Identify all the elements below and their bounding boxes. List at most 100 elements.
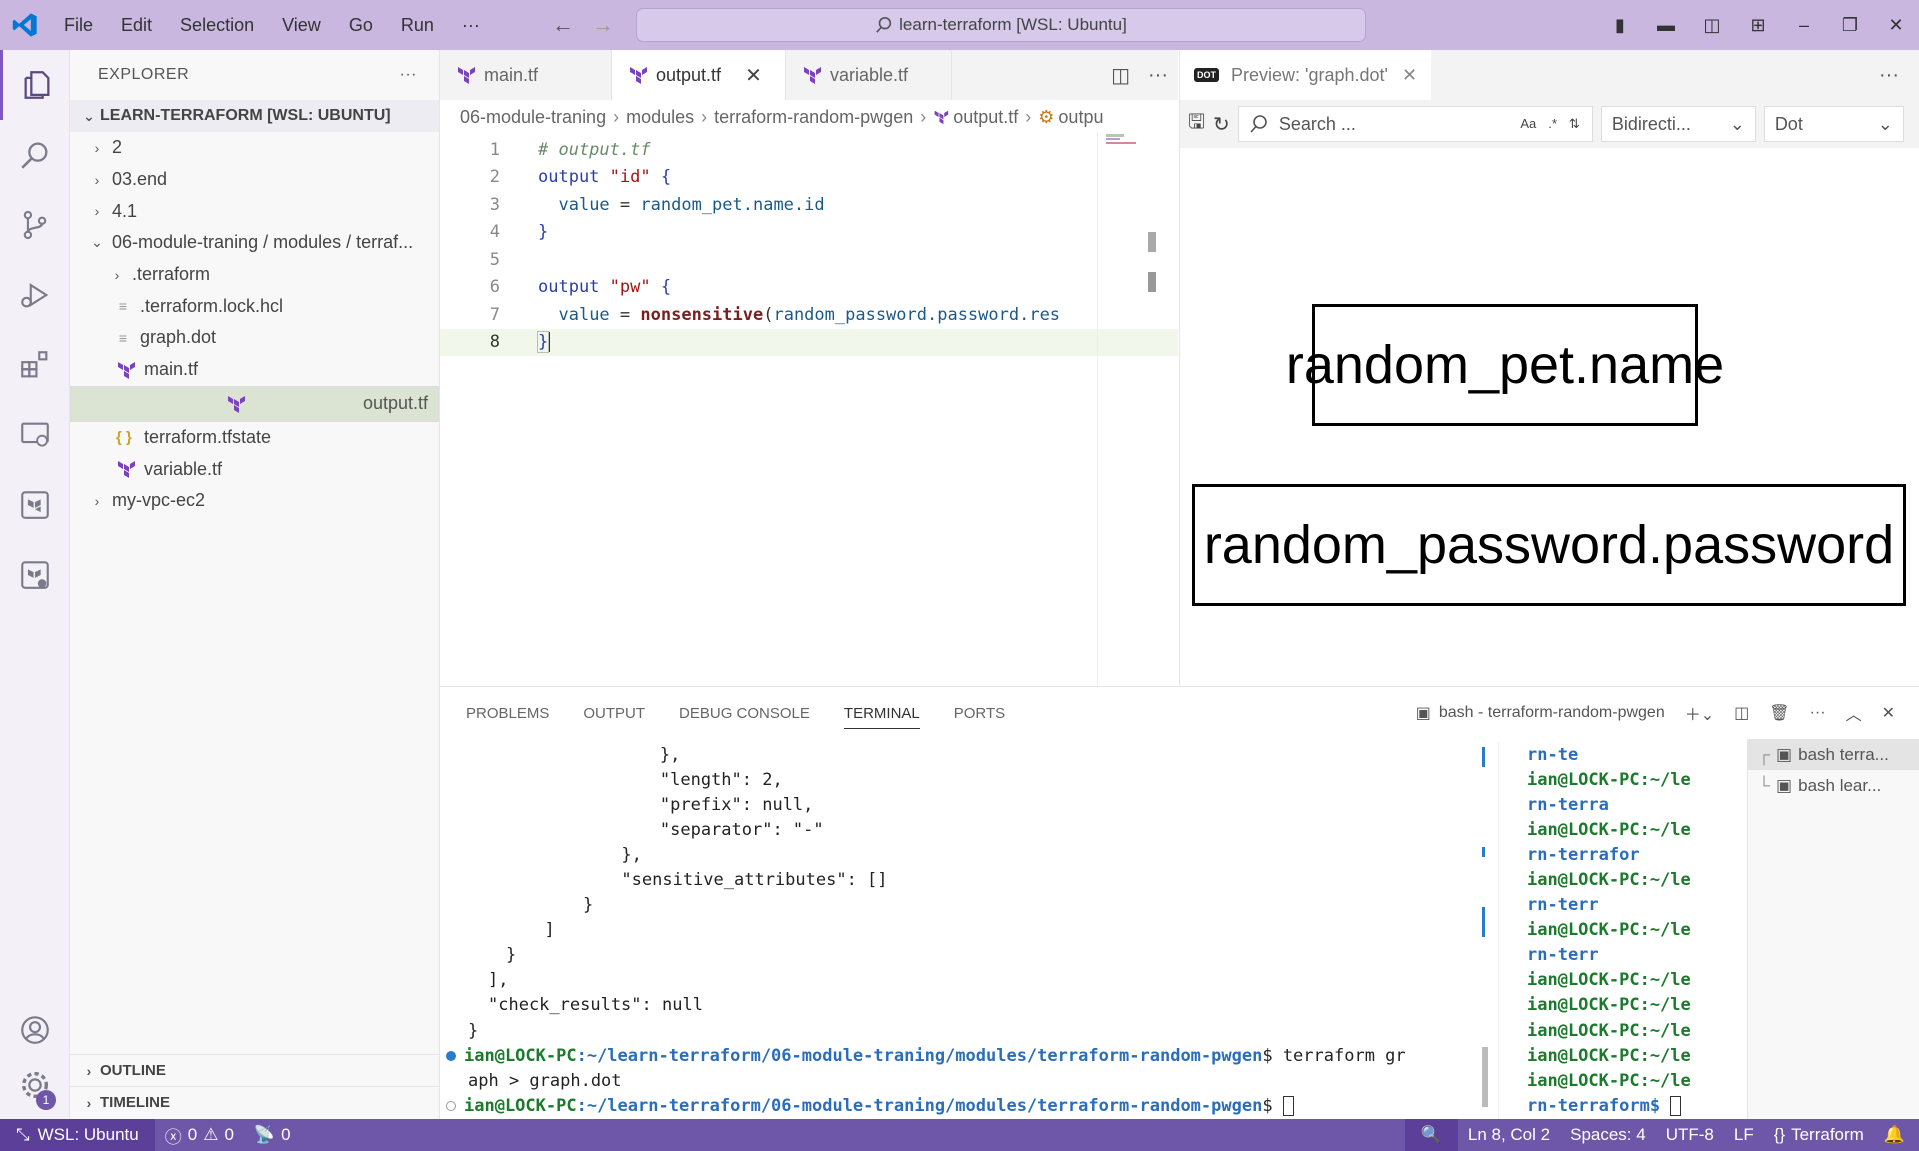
outline-section[interactable]: ›OUTLINE (70, 1054, 440, 1086)
preview-more-icon[interactable]: ··· (1879, 64, 1899, 86)
file-tree-item[interactable]: ≡.terraform.lock.hcl (70, 290, 439, 322)
breadcrumb-item[interactable]: output.tf (953, 106, 1019, 127)
timeline-section[interactable]: ›TIMELINE (70, 1086, 440, 1118)
tab-debug-console[interactable]: DEBUG CONSOLE (679, 704, 810, 722)
terraform-cloud-icon[interactable] (0, 540, 70, 610)
terminal-output[interactable]: }, "length": 2, "prefix": null, "separat… (440, 742, 1485, 1120)
file-tree-item[interactable]: variable.tf (70, 453, 439, 485)
command-decoration-icon[interactable] (446, 1050, 456, 1061)
terminal-list-item[interactable]: ┌▣bash terra... (1748, 739, 1919, 770)
file-tree-item[interactable]: main.tf (70, 354, 439, 386)
file-tree-item[interactable]: { }terraform.tfstate (70, 422, 439, 454)
code-line[interactable]: 3 value = random_pet.name.id (440, 191, 1178, 219)
graph-canvas[interactable]: random_pet.name random_password.password (1180, 190, 1919, 686)
close-panel-icon[interactable]: ✕ (1881, 705, 1895, 722)
file-tree-item[interactable]: ›.terraform (70, 259, 439, 291)
code-line[interactable]: 5 (440, 246, 1178, 274)
breadcrumb-item[interactable]: modules (626, 106, 695, 127)
tab-variable-tf[interactable]: variable.tf (786, 50, 952, 100)
menu-view[interactable]: View (282, 14, 321, 35)
close-icon[interactable]: ✕ (1888, 14, 1904, 35)
terminal-list-item[interactable]: └▣bash lear... (1758, 775, 1882, 795)
format-select[interactable]: Dot⌄ (1763, 106, 1904, 142)
minimize-icon[interactable]: – (1798, 14, 1809, 35)
encoding[interactable]: UTF-8 (1665, 1125, 1714, 1144)
new-terminal-icon[interactable]: ＋⌄ (1684, 707, 1715, 724)
editor-scrollbar[interactable] (1148, 232, 1156, 252)
terminal-name[interactable]: bash - terraform-random-pwgen (1438, 704, 1665, 721)
close-tab-icon[interactable]: ✕ (1401, 64, 1418, 85)
split-terminal-icon[interactable]: ◫ (1734, 705, 1750, 722)
graph-node[interactable]: random_pet.name (1286, 304, 1724, 426)
search-icon[interactable] (0, 120, 70, 190)
indentation[interactable]: Spaces: 4 (1570, 1125, 1646, 1144)
code-line[interactable]: 8} (440, 328, 1178, 356)
regex-icon[interactable]: .* (1548, 116, 1557, 131)
explorer-icon[interactable] (0, 50, 70, 120)
language-mode[interactable]: {}Terraform (1764, 1125, 1874, 1145)
breadcrumb-item[interactable]: 06-module-traning (460, 106, 607, 127)
file-tree-item[interactable]: ≡graph.dot (70, 322, 439, 354)
terminal-scrollbar[interactable] (1482, 747, 1488, 1117)
accounts-icon[interactable] (0, 995, 70, 1065)
menu-edit[interactable]: Edit (121, 14, 153, 35)
tab-output[interactable]: OUTPUT (583, 704, 646, 722)
filter-icon[interactable]: ⇅ (1568, 116, 1580, 131)
tab-terminal[interactable]: TERMINAL (843, 705, 920, 729)
toggle-sidebar-icon[interactable]: ▮ (1615, 14, 1625, 35)
panel-more-icon[interactable]: ··· (1809, 704, 1826, 721)
close-tab-icon[interactable]: ✕ (745, 64, 762, 87)
forward-arrow-icon[interactable]: → (592, 12, 614, 37)
remote-indicator[interactable]: ⤡WSL: Ubuntu (0, 1119, 155, 1151)
ports-indicator[interactable]: 📡0 (244, 1125, 301, 1145)
remote-explorer-icon[interactable] (0, 400, 70, 470)
menu-selection[interactable]: Selection (180, 14, 255, 35)
command-decoration-icon[interactable] (446, 1100, 456, 1111)
manage-gear-icon[interactable]: 1 (0, 1050, 70, 1120)
graph-node[interactable]: random_password.password (1192, 484, 1906, 606)
file-tree-item[interactable]: ⌄06-module-traning / modules / terraf... (70, 227, 439, 259)
code-line[interactable]: 4} (440, 219, 1178, 247)
toggle-secondary-sidebar-icon[interactable]: ◫ (1703, 14, 1721, 35)
file-tree-item[interactable]: ›03.end (70, 164, 439, 196)
tab-problems[interactable]: PROBLEMS (466, 704, 550, 722)
run-debug-icon[interactable] (0, 260, 70, 330)
command-center[interactable]: learn-terraform [WSL: Ubuntu] (636, 8, 1366, 42)
direction-select[interactable]: Bidirecti...⌄ (1600, 106, 1756, 142)
customize-layout-icon[interactable]: ⊞ (1750, 14, 1766, 35)
maximize-icon[interactable]: ❐ (1841, 14, 1859, 35)
workspace-root[interactable]: ⌄LEARN-TERRAFORM [WSL: UBUNTU] (70, 100, 439, 132)
toggle-panel-icon[interactable]: ▬ (1657, 14, 1675, 35)
maximize-panel-icon[interactable]: ︿ (1845, 707, 1862, 724)
tab-main-tf[interactable]: main.tf (440, 50, 612, 100)
explorer-more-button[interactable]: ··· (399, 66, 417, 83)
zoom-indicator[interactable]: 🔍 (1404, 1119, 1458, 1151)
menu-run[interactable]: Run (400, 14, 434, 35)
tab-ports[interactable]: PORTS (953, 704, 1006, 722)
code-line[interactable]: 1# output.tf (440, 136, 1178, 164)
extensions-icon[interactable] (0, 330, 70, 400)
tab-output-tf[interactable]: output.tf✕ (612, 50, 786, 100)
menu-file[interactable]: File (64, 14, 94, 35)
refresh-icon[interactable]: ↻ (1213, 113, 1230, 136)
code-line[interactable]: 7 value = nonsensitive(random_password.p… (440, 301, 1178, 329)
notifications-icon[interactable]: 🔔 (1883, 1125, 1905, 1144)
menu-more[interactable]: ··· (461, 14, 480, 35)
graph-search-input[interactable]: Search ... Aa .* ⇅ (1237, 106, 1593, 142)
minimap[interactable] (1097, 132, 1156, 686)
split-editor-icon[interactable]: ◫ (1111, 64, 1131, 87)
terraform-icon[interactable] (0, 470, 70, 540)
editor-more-icon[interactable]: ··· (1148, 63, 1168, 86)
file-tree-item[interactable]: output.tf (70, 385, 439, 422)
breadcrumb-item[interactable]: outpu (1058, 106, 1104, 127)
file-tree-item[interactable]: ›2 (70, 132, 439, 164)
cursor-position[interactable]: Ln 8, Col 2 (1467, 1125, 1551, 1144)
menu-go[interactable]: Go (348, 14, 373, 35)
end-of-line[interactable]: LF (1733, 1125, 1754, 1144)
file-tree-item[interactable]: ›my-vpc-ec2 (70, 485, 439, 517)
